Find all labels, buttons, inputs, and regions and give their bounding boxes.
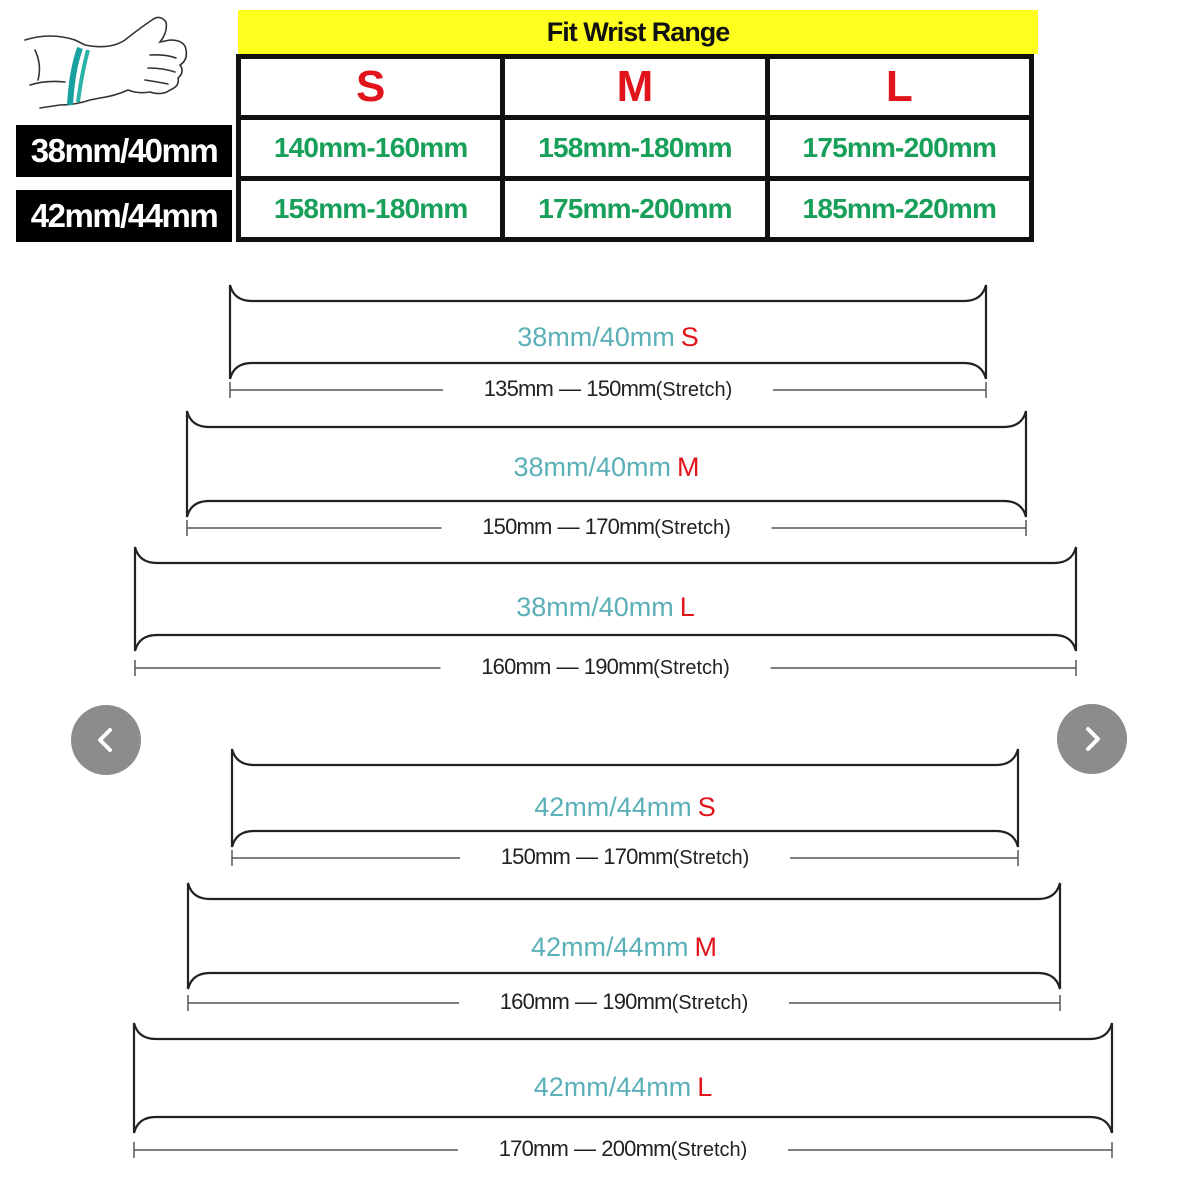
stretch-note: (Stretch): [672, 847, 750, 869]
band-size-letter: L: [679, 592, 695, 622]
band-size-letter: S: [697, 792, 716, 822]
band-case-size: 42mm/44mm: [533, 1072, 692, 1102]
table-row: 140mm-160mm 158mm-180mm 175mm-200mm: [235, 115, 1035, 181]
band-size-letter: M: [694, 932, 718, 962]
range-cell: 158mm-180mm: [500, 115, 770, 181]
chevron-right-icon: [1086, 727, 1100, 751]
prev-button[interactable]: [71, 705, 141, 775]
dash: —: [574, 1136, 596, 1161]
stretch-note: (Stretch): [670, 1139, 748, 1161]
next-button[interactable]: [1057, 704, 1127, 774]
fit-wrist-range-title: Fit Wrist Range: [238, 10, 1038, 54]
band-outline: [228, 284, 988, 380]
band-max-length: 190mm: [602, 989, 672, 1014]
stretch-note: (Stretch): [655, 379, 733, 401]
row-label-38-40: 38mm/40mm: [16, 125, 232, 177]
band-case-size: 38mm/40mm: [516, 592, 674, 622]
row-label-42-44: 42mm/44mm: [16, 190, 232, 242]
range-cell: 140mm-160mm: [235, 115, 506, 181]
stretch-note: (Stretch): [653, 657, 730, 679]
band-outline: [185, 410, 1028, 518]
dash: —: [556, 654, 579, 679]
band-min-length: 135mm: [483, 376, 554, 401]
range-cell: 175mm-200mm: [500, 176, 770, 242]
band-max-length: 190mm: [583, 654, 654, 679]
table-row: 158mm-180mm 175mm-200mm 185mm-220mm: [235, 176, 1035, 242]
band-case-size: 42mm/44mm: [534, 792, 692, 822]
band-size-letter: S: [680, 322, 699, 352]
band-max-length: 200mm: [601, 1136, 671, 1161]
size-header-m: M: [500, 54, 770, 120]
wrist-icon: [24, 16, 188, 109]
band-length-range: 150mm—170mm(Stretch): [482, 514, 731, 540]
band-max-length: 170mm: [584, 514, 655, 539]
band-min-length: 150mm: [500, 844, 571, 869]
band-min-length: 150mm: [482, 514, 552, 539]
range-cell: 158mm-180mm: [235, 176, 506, 242]
band-length-range: 160mm—190mm(Stretch): [481, 654, 730, 680]
size-header-l: L: [764, 54, 1035, 120]
band-max-length: 170mm: [603, 844, 673, 869]
band-size-letter: M: [677, 452, 700, 482]
band-outline: [186, 882, 1062, 990]
dash: —: [576, 844, 598, 869]
chevron-left-icon: [98, 728, 112, 752]
fit-range-table: S M L 140mm-160mm 158mm-180mm 175mm-200m…: [235, 54, 1035, 242]
range-cell: 185mm-220mm: [764, 176, 1035, 242]
band-min-length: 170mm: [498, 1136, 569, 1161]
band-outline: [133, 546, 1078, 652]
band-outline: [230, 748, 1020, 848]
band-length-range: 135mm—150mm(Stretch): [484, 376, 733, 402]
band-case-size: 42mm/44mm: [530, 932, 689, 962]
band-case-size: 38mm/40mm: [517, 322, 675, 352]
band-size-letter: L: [697, 1072, 713, 1102]
band-case-size: 38mm/40mm: [513, 452, 672, 482]
band-min-length: 160mm: [499, 989, 570, 1014]
table-header-row: S M L: [235, 54, 1035, 120]
stretch-note: (Stretch): [654, 517, 731, 539]
dash: —: [557, 514, 580, 539]
band-length-range: 150mm—170mm(Stretch): [501, 844, 750, 870]
dash: —: [559, 376, 581, 401]
stretch-note: (Stretch): [671, 992, 749, 1014]
size-header-s: S: [235, 54, 506, 120]
band-outline: [132, 1022, 1114, 1134]
band-length-range: 170mm—200mm(Stretch): [499, 1136, 748, 1162]
band-min-length: 160mm: [481, 654, 551, 679]
range-cell: 175mm-200mm: [764, 115, 1035, 181]
dash: —: [575, 989, 597, 1014]
band-length-range: 160mm—190mm(Stretch): [500, 989, 749, 1015]
band-max-length: 150mm: [586, 376, 656, 401]
